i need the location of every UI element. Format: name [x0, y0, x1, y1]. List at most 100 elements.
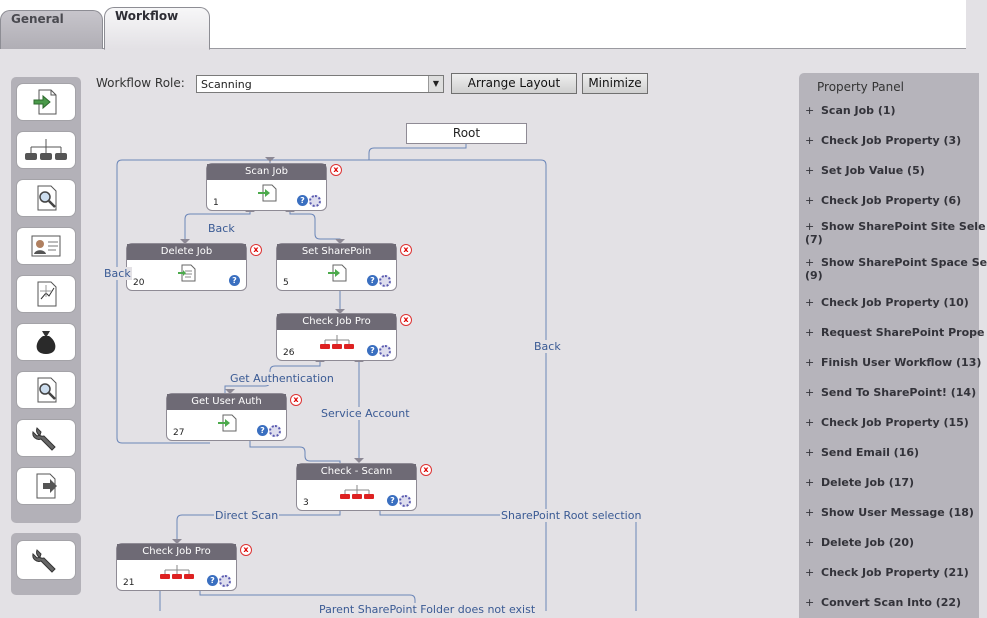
export-document-icon	[36, 473, 57, 499]
palette-settings-button[interactable]	[16, 540, 76, 580]
edge-label-back[interactable]: Back	[103, 267, 132, 280]
minimize-button[interactable]: Minimize	[582, 73, 648, 94]
expand-icon: +	[805, 164, 815, 177]
property-item[interactable]: +Check Job Property (10)	[805, 296, 973, 309]
workflow-node-check-job-property-21[interactable]: Check Job Pro 21 ?	[116, 543, 237, 591]
property-item[interactable]: +Delete Job (20)	[805, 536, 973, 549]
close-icon[interactable]: x	[250, 244, 262, 256]
property-item[interactable]: +Show User Message (18)	[805, 506, 974, 519]
edge-label-back[interactable]: Back	[207, 222, 236, 235]
gear-icon[interactable]	[309, 195, 321, 207]
workflow-node-scan-job[interactable]: Scan Job 1 ?	[206, 163, 327, 211]
property-item[interactable]: +Check Job Property (15)	[805, 416, 973, 429]
help-icon[interactable]: ?	[387, 495, 398, 506]
property-item[interactable]: +Request SharePoint Prope	[805, 326, 984, 339]
node-title: Scan Job	[207, 164, 326, 180]
node-number: 3	[303, 498, 309, 508]
gear-icon[interactable]	[269, 425, 281, 437]
expand-icon: +	[805, 356, 815, 369]
help-icon[interactable]: ?	[297, 195, 308, 206]
document-icon	[177, 264, 197, 286]
palette-search-document-button[interactable]	[16, 371, 76, 409]
edge-label-back[interactable]: Back	[533, 340, 562, 353]
palette-scan-job-button[interactable]	[16, 83, 76, 121]
edge-label-parent-folder[interactable]: Parent SharePoint Folder does not exist	[318, 603, 537, 616]
property-item-label: Show SharePoint Space Se	[821, 256, 987, 269]
property-item[interactable]: +Show SharePoint Space Se(9)	[805, 256, 987, 282]
property-item-label: Check Job Property (21)	[821, 566, 969, 579]
workflow-role-select[interactable]: Scanning ▼	[196, 75, 444, 93]
arrange-layout-button[interactable]: Arrange Layout	[451, 73, 577, 94]
help-icon[interactable]: ?	[229, 275, 240, 286]
edge-label-sharepoint-root-selection[interactable]: SharePoint Root selection	[500, 509, 643, 522]
property-item-label: Show User Message (18)	[821, 506, 974, 519]
gear-icon[interactable]	[379, 345, 391, 357]
property-item[interactable]: +Convert Scan Into (22)	[805, 596, 973, 609]
workflow-role-value: Scanning	[201, 78, 252, 91]
property-item-label: Check Job Property (6)	[821, 194, 962, 207]
gear-icon[interactable]	[219, 575, 231, 587]
chevron-down-icon[interactable]: ▼	[428, 76, 443, 92]
tab-workflow[interactable]: Workflow	[104, 7, 210, 50]
expand-icon: +	[805, 326, 815, 339]
expand-icon: +	[805, 220, 815, 233]
scan-job-icon	[33, 89, 57, 115]
help-icon[interactable]: ?	[257, 425, 268, 436]
close-icon[interactable]: x	[420, 464, 432, 476]
palette-edit-document-button[interactable]	[16, 275, 76, 313]
money-bag-icon	[36, 331, 56, 354]
gear-icon[interactable]	[399, 495, 411, 507]
palette-user-card-button[interactable]	[16, 227, 76, 265]
close-icon[interactable]: x	[400, 314, 412, 326]
search-icon	[37, 185, 57, 211]
node-number: 20	[133, 278, 145, 288]
palette-money-bag-button[interactable]	[16, 323, 76, 361]
edge-label-service-account[interactable]: Service Account	[320, 407, 411, 420]
close-icon[interactable]: x	[290, 394, 302, 406]
workflow-node-check-job-property-26[interactable]: Check Job Pro 26 ?	[276, 313, 397, 361]
property-item-label: Send Email (16)	[821, 446, 920, 459]
node-title: Check Job Pro	[277, 314, 396, 330]
palette-check-property-button[interactable]	[16, 131, 76, 169]
tab-bar: General Workflow	[0, 0, 966, 50]
expand-icon: +	[805, 296, 815, 309]
property-item[interactable]: +Send Email (16)	[805, 446, 973, 459]
property-item[interactable]: +Show SharePoint Site Sele(7)	[805, 220, 986, 246]
close-icon[interactable]: x	[330, 164, 342, 176]
property-item[interactable]: + Check Job Property (6)	[805, 194, 973, 207]
root-node[interactable]: Root	[406, 123, 527, 144]
property-item[interactable]: + Check Job Property (21)	[805, 566, 973, 579]
close-icon[interactable]: x	[240, 544, 252, 556]
palette-export-button[interactable]	[16, 467, 76, 505]
property-item[interactable]: +Finish User Workflow (13)	[805, 356, 981, 369]
palette-search-button[interactable]	[16, 179, 76, 217]
expand-icon: +	[805, 194, 815, 207]
property-item-label: Scan Job (1)	[821, 104, 896, 117]
node-title: Check Job Pro	[117, 544, 236, 560]
help-icon[interactable]: ?	[207, 575, 218, 586]
gear-icon[interactable]	[379, 275, 391, 287]
edge-label-get-authentication[interactable]: Get Authentication	[229, 372, 335, 385]
tree-icon	[339, 484, 374, 504]
edge-label-direct-scan[interactable]: Direct Scan	[214, 509, 280, 522]
property-item[interactable]: +Set Job Value (5)	[805, 164, 973, 177]
expand-icon: +	[805, 566, 815, 579]
scan-icon	[327, 264, 347, 286]
help-icon[interactable]: ?	[367, 275, 378, 286]
property-item[interactable]: +Scan Job (1)	[805, 104, 973, 117]
node-title: Check - Scann	[297, 464, 416, 480]
workflow-node-delete-job[interactable]: Delete Job 20 ?	[126, 243, 247, 291]
palette-wrench-button[interactable]	[16, 419, 76, 457]
property-item[interactable]: +Check Job Property (3)	[805, 134, 973, 147]
tab-general[interactable]: General	[0, 10, 103, 49]
property-item[interactable]: +Delete Job (17)	[805, 476, 973, 489]
property-item-label-suffix: (9)	[805, 269, 823, 282]
property-item-label: Send To SharePoint! (14)	[821, 386, 977, 399]
property-item[interactable]: +Send To SharePoint! (14)	[805, 386, 977, 399]
close-icon[interactable]: x	[400, 244, 412, 256]
workflow-node-set-sharepoint[interactable]: Set SharePoin 5 ?	[276, 243, 397, 291]
workflow-node-check-scann[interactable]: Check - Scann 3 ?	[296, 463, 417, 511]
workflow-node-get-user-auth[interactable]: Get User Auth 27 ?	[166, 393, 287, 441]
scan-icon	[257, 184, 277, 206]
help-icon[interactable]: ?	[367, 345, 378, 356]
